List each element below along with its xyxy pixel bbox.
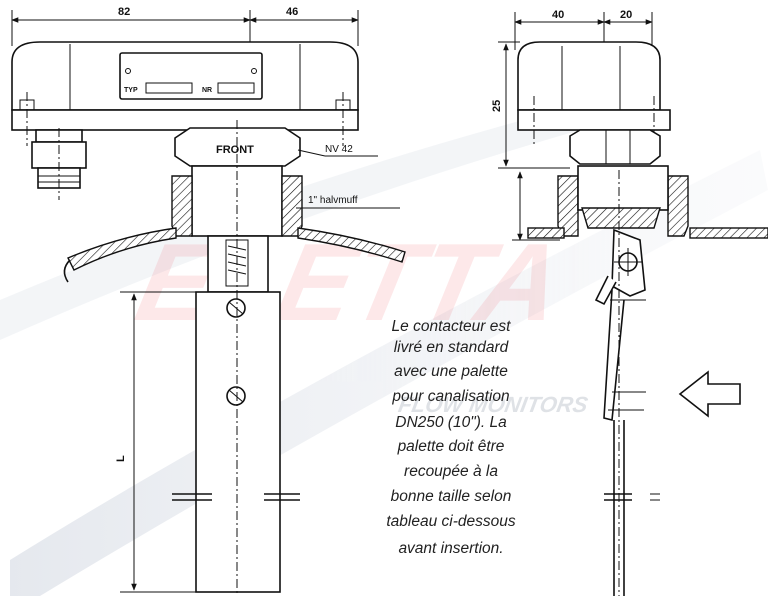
- note-text: Le contacteur est livré en standard avec…: [386, 318, 515, 557]
- coupling-callout: 1" halvmuff: [308, 195, 358, 206]
- paddle: [195, 291, 281, 593]
- side-paddle: [603, 289, 625, 422]
- watermark-tagline: FLOW MONITORS: [396, 392, 589, 417]
- pipe-wall-right: [297, 227, 406, 263]
- side-coupling-right: [667, 175, 689, 237]
- coupling-left-section: [171, 175, 193, 237]
- dim-25-label: 25: [491, 100, 503, 112]
- note-line: recoupée à la: [404, 463, 498, 480]
- note-line: livré en standard: [394, 339, 510, 356]
- name-plate: [119, 52, 263, 100]
- side-housing-base: [517, 109, 671, 131]
- side-coupling-left: [557, 175, 579, 237]
- dim-40-label: 40: [552, 9, 564, 21]
- dim-20-label: 20: [620, 9, 632, 21]
- flow-direction-arrow-icon: [678, 370, 741, 418]
- coupling-right-section: [281, 175, 303, 237]
- side-view: 40 20 25: [491, 9, 768, 596]
- dim-l-label: L: [115, 455, 127, 462]
- note-line: avant insertion.: [398, 540, 503, 557]
- plate-screw-icon: [251, 68, 257, 74]
- front-view: 82 46 TYP NR FRONT: [11, 6, 406, 596]
- front-label: FRONT: [216, 144, 254, 156]
- side-hex-nut: [569, 129, 661, 165]
- note-line: palette doit être: [397, 438, 505, 455]
- note-line: bonne taille selon: [391, 488, 512, 505]
- plate-screw-icon: [125, 68, 131, 74]
- side-pipe-wall-left: [527, 227, 565, 239]
- note-line: DN250 (10"). La: [395, 414, 507, 431]
- housing-base: [11, 109, 359, 131]
- side-housing-lid: [517, 41, 661, 111]
- side-pipe-wall-right: [689, 227, 768, 239]
- pipe-wall-left: [67, 227, 177, 271]
- note-line: Le contacteur est: [392, 318, 512, 335]
- watermark-swoosh-upper: [0, 110, 580, 340]
- cable-gland: [31, 128, 87, 200]
- note-line: pour canalisation: [391, 388, 509, 405]
- note-line: avec une palette: [394, 363, 508, 380]
- plate-type-label: TYP: [124, 87, 138, 94]
- nut-callout: NV 42: [325, 144, 353, 155]
- note-line: tableau ci-dessous: [386, 513, 515, 530]
- dim-46-label: 46: [286, 6, 298, 18]
- dim-82-label: 82: [118, 6, 130, 18]
- plate-nr-label: NR: [202, 87, 212, 94]
